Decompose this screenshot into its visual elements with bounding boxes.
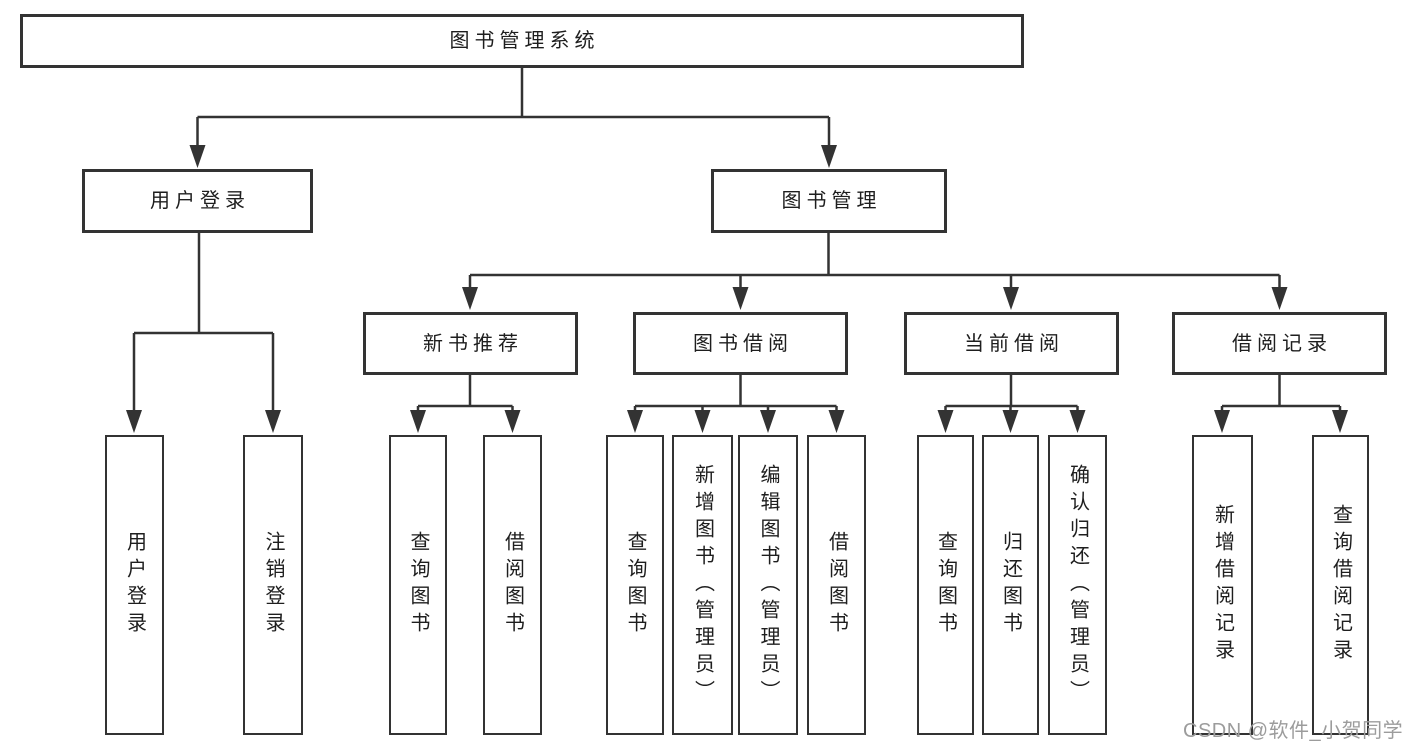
leaf-query-books-borrow: 查询图书 xyxy=(606,435,664,735)
node-library-system-label: 图书管理系统 xyxy=(449,30,600,52)
leaf-add-book-admin-label: 新增图书（管理员） xyxy=(691,463,714,707)
node-new-book-recommend: 新书推荐 xyxy=(363,312,578,375)
leaf-add-borrow-record-label: 新增借阅记录 xyxy=(1211,504,1234,666)
leaf-borrow-books-recommend: 借阅图书 xyxy=(483,435,542,735)
leaf-confirm-return-admin: 确认归还（管理员） xyxy=(1048,435,1107,735)
leaf-query-books-recommend: 查询图书 xyxy=(389,435,447,735)
node-library-system: 图书管理系统 xyxy=(20,14,1024,68)
node-current-borrow: 当前借阅 xyxy=(904,312,1119,375)
leaf-query-books-current-label: 查询图书 xyxy=(934,531,957,639)
leaf-logout-label: 注销登录 xyxy=(262,531,284,639)
leaf-return-book-label: 归还图书 xyxy=(999,531,1022,639)
leaf-borrow-books-label: 借阅图书 xyxy=(825,531,848,639)
node-borrow-records: 借阅记录 xyxy=(1172,312,1387,375)
leaf-borrow-books-recommend-label: 借阅图书 xyxy=(501,531,524,639)
leaf-edit-book-admin-label: 编辑图书（管理员） xyxy=(757,463,779,707)
leaf-query-books-recommend-label: 查询图书 xyxy=(407,531,429,639)
node-book-borrow: 图书借阅 xyxy=(633,312,848,375)
csdn-watermark: CSDN @软件_小贺同学 xyxy=(1183,720,1404,742)
leaf-borrow-books: 借阅图书 xyxy=(807,435,866,735)
node-book-borrow-label: 图书借阅 xyxy=(693,332,793,355)
leaf-add-book-admin: 新增图书（管理员） xyxy=(672,435,733,735)
leaf-user-login-label: 用户登录 xyxy=(123,531,146,639)
node-book-management-label: 图书管理 xyxy=(781,190,882,212)
leaf-confirm-return-admin-label: 确认归还（管理员） xyxy=(1066,463,1089,707)
node-book-management: 图书管理 xyxy=(711,169,947,233)
node-borrow-records-label: 借阅记录 xyxy=(1232,332,1332,355)
leaf-query-borrow-record: 查询借阅记录 xyxy=(1312,435,1369,735)
node-current-borrow-label: 当前借阅 xyxy=(964,332,1064,355)
leaf-add-borrow-record: 新增借阅记录 xyxy=(1192,435,1253,735)
leaf-query-books-current: 查询图书 xyxy=(917,435,974,735)
leaf-query-borrow-record-label: 查询借阅记录 xyxy=(1329,504,1352,666)
node-user-login: 用户登录 xyxy=(82,169,313,233)
leaf-query-books-borrow-label: 查询图书 xyxy=(624,531,646,639)
leaf-return-book: 归还图书 xyxy=(982,435,1039,735)
leaf-edit-book-admin: 编辑图书（管理员） xyxy=(738,435,798,735)
node-user-login-label: 用户登录 xyxy=(150,190,250,212)
leaf-logout: 注销登录 xyxy=(243,435,303,735)
node-new-book-recommend-label: 新书推荐 xyxy=(423,332,523,355)
leaf-user-login: 用户登录 xyxy=(105,435,164,735)
